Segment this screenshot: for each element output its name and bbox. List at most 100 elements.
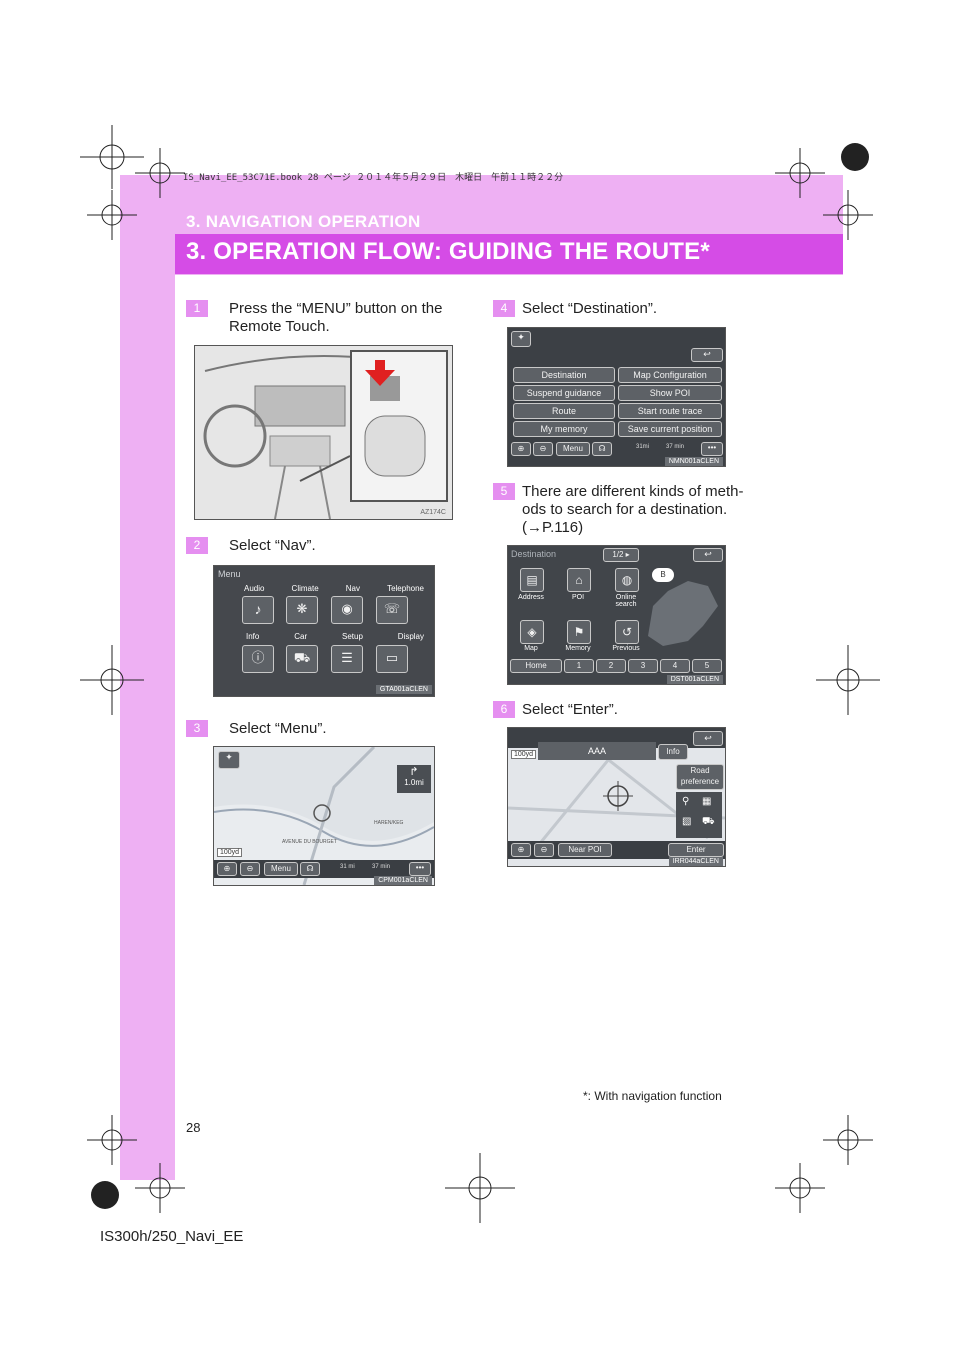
back-button[interactable]: ↩ [693,548,723,562]
step-1-text: Press the “MENU” button on the Remote To… [229,300,461,336]
home-button[interactable]: Home [510,659,562,673]
map-option-grid: ⚲ ▦ ▧ ⛟ [676,792,722,838]
map-street-label: AVENUE DU BOURGET [282,839,337,845]
address-button[interactable]: ▤ [520,568,544,592]
more-options-button[interactable]: ••• [701,442,723,456]
map-scale: 100yd [511,750,537,759]
back-button[interactable]: ↩ [693,731,723,746]
preset-2-button[interactable]: 2 [596,659,626,673]
zoom-in-button[interactable]: ⊕ [511,442,531,456]
europe-map-drawing [648,581,718,646]
enter-button[interactable]: Enter [668,843,724,857]
car-button[interactable]: ⛟ [286,645,318,673]
location-name: AAA [588,746,607,756]
vehicle-icon: ⛟ [702,816,715,827]
menu-label-display: Display [397,632,424,641]
next-turn-panel: ↱ 1.0mi [397,765,431,793]
preset-1-button[interactable]: 1 [564,659,594,673]
step-number-3: 3 [186,720,208,737]
info-button[interactable]: ⓘ [242,645,274,673]
zoom-in-button[interactable]: ⊕ [511,843,531,857]
telephone-button[interactable]: ☏ [376,596,408,624]
address-label: Address [518,594,544,601]
audio-button[interactable]: ♪ [242,596,274,624]
climate-button[interactable]: ❋ [286,596,318,624]
page-indicator: 1/2 [612,550,624,559]
compass-icon: ✦ [517,332,525,342]
my-memory-button[interactable]: My memory [513,421,615,437]
dashboard-illustration: AZ174C [194,345,453,520]
map-configuration-button[interactable]: Map Configuration [618,367,722,383]
menu-label-climate: Climate [291,584,319,593]
menu-button[interactable]: Menu [556,442,590,456]
compass-icon: ◉ [341,601,353,616]
preset-5-button[interactable]: 5 [692,659,722,673]
near-poi-button[interactable]: Near POI [558,843,612,857]
poi-button[interactable]: ⌂ [567,568,591,592]
road-preference-button[interactable]: Road preference [676,764,724,790]
step-number-6: 6 [493,701,515,718]
show-poi-button[interactable]: Show POI [618,385,722,401]
back-button[interactable]: ↩ [691,348,723,362]
pedestrian-icon: ⚲ [682,796,690,807]
zoom-in-button[interactable]: ⊕ [217,862,237,876]
zoom-out-button[interactable]: ⊖ [533,442,553,456]
menu-label-nav: Nav [345,584,360,593]
info-button[interactable]: Info [658,744,688,760]
poi-label: POI [571,594,585,601]
footnote: *: With navigation function [583,1089,722,1103]
scroll-map-screen: 100yd AAA Info ↩ Road preference ⚲ ▦ ▧ ⛟… [507,727,726,867]
back-arrow-icon: ↩ [704,549,712,559]
destination-screen: Destination 1/2 ▸ ↩ B ▤ ⌂ ◍ Address POI … [507,545,726,685]
voice-button[interactable]: ☊ [592,442,612,456]
step-2-text: Select “Nav”. [229,537,316,554]
page-number: 28 [186,1120,201,1135]
previous-label: Previous [612,645,640,652]
car-icon: ⛟ [293,650,311,665]
map-button[interactable]: ◈ [520,620,544,644]
step-number-5: 5 [493,483,515,500]
page-indicator-button[interactable]: 1/2 ▸ [603,548,639,562]
destination-button[interactable]: Destination [513,367,615,383]
more-options-button[interactable]: ••• [409,862,431,876]
step-1-line-2: Remote Touch. [229,318,330,335]
compass-button[interactable]: ✦ [511,331,531,347]
suspend-guidance-button[interactable]: Suspend guidance [513,385,615,401]
start-route-trace-button[interactable]: Start route trace [618,403,722,419]
preset-4-button[interactable]: 4 [660,659,690,673]
step-6-text: Select “Enter”. [522,701,618,718]
book-meta: IS_Navi_EE_53C71E.book 28 ページ ２０１４年５月２９日… [183,173,564,183]
zoom-out-button[interactable]: ⊖ [534,843,554,857]
nav-button[interactable]: ◉ [331,596,363,624]
map-area-label: HAREN/KEG [374,820,404,826]
online-search-button[interactable]: ◍ [615,568,639,592]
phone-icon: ☏ [383,601,401,616]
caption-step-4: NMN001aCLEN [664,457,723,466]
navigation-menu-screen: ✦ ↩ Destination Suspend guidance Route M… [507,327,726,467]
compass-button[interactable]: ✦ [218,751,240,769]
menu-label-telephone: Telephone [387,584,424,593]
turn-distance: 1.0mi [404,778,424,787]
fan-icon: ❋ [296,601,308,616]
preset-3-button[interactable]: 3 [628,659,658,673]
display-button[interactable]: ▭ [376,645,408,673]
menu-label-audio: Audio [244,584,265,593]
setup-button[interactable]: ☰ [331,645,363,673]
step-5-text: There are different kinds of meth- ods t… [522,483,754,537]
caption-step-3: CPM001aCLEN [374,876,432,885]
voice-button[interactable]: ☊ [300,862,320,876]
menu-button[interactable]: Menu [264,862,298,876]
footer-model: IS300h/250_Navi_EE [100,1228,244,1245]
caption-step-1: AZ174C [420,509,446,516]
save-current-position-button[interactable]: Save current position [618,421,722,437]
step-number-2: 2 [186,537,208,554]
step-4-text: Select “Destination”. [522,300,658,317]
compass-icon: ✦ [225,752,233,762]
map-scale: 100yd [217,848,243,857]
memory-button[interactable]: ⚑ [567,620,591,644]
eta-time: 37 min [666,444,685,450]
zoom-out-button[interactable]: ⊖ [240,862,260,876]
route-button[interactable]: Route [513,403,615,419]
previous-button[interactable]: ↺ [615,620,639,644]
